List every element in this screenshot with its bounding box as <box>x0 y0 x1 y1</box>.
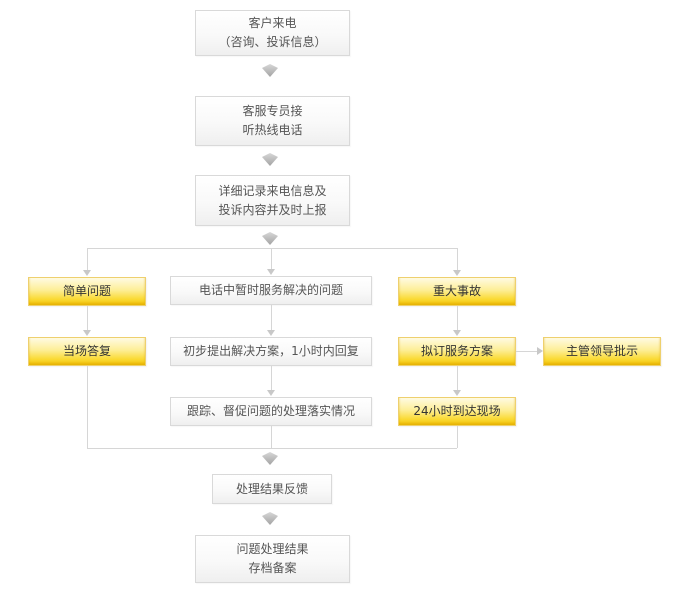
node-record-report-line1: 详细记录来电信息及 <box>218 183 327 198</box>
node-track-supervise-label: 跟踪、督促问题的处理落实情况 <box>186 404 355 418</box>
node-arrive-24h: 24小时到达现场 <box>398 397 516 426</box>
node-phone-temp-solve-label: 电话中暂时服务解决的问题 <box>198 283 343 297</box>
arrowhead-down-icon <box>267 269 275 275</box>
node-record-report: 详细记录来电信息及 投诉内容并及时上报 <box>195 175 350 226</box>
arrowhead-down-icon <box>267 330 275 336</box>
connector-vline <box>271 426 272 448</box>
node-major-incident-label: 重大事故 <box>432 284 481 298</box>
connector-vline <box>87 366 88 448</box>
node-major-incident: 重大事故 <box>398 277 516 306</box>
node-track-supervise: 跟踪、督促问题的处理落实情况 <box>170 397 372 426</box>
node-archive: 问题处理结果 存档备案 <box>195 535 350 583</box>
node-onspot-reply: 当场答复 <box>28 337 146 366</box>
flow-arrow-down-icon <box>261 512 279 526</box>
node-initial-solution-label: 初步提出解决方案，1小时内回复 <box>183 344 359 358</box>
connector-vline <box>271 305 272 332</box>
connector-hline <box>516 351 538 352</box>
connector-merge-hline <box>87 448 457 449</box>
node-phone-temp-solve: 电话中暂时服务解决的问题 <box>170 276 372 305</box>
connector-vline <box>271 366 272 392</box>
node-simple-issue: 简单问题 <box>28 277 146 306</box>
node-archive-line2: 存档备案 <box>248 561 297 575</box>
connector-vline <box>457 366 458 392</box>
arrowhead-down-icon <box>453 390 461 396</box>
node-draft-service-plan-label: 拟订服务方案 <box>420 344 493 358</box>
flow-arrow-down-icon <box>261 232 279 246</box>
connector-vline <box>457 306 458 332</box>
node-agent-answer: 客服专员接 听热线电话 <box>195 96 350 146</box>
node-draft-service-plan: 拟订服务方案 <box>398 337 516 366</box>
flow-arrow-down-icon <box>261 153 279 167</box>
arrowhead-down-icon <box>453 270 461 276</box>
arrowhead-down-icon <box>453 330 461 336</box>
node-agent-answer-line1: 客服专员接 <box>242 104 303 118</box>
node-simple-issue-label: 简单问题 <box>62 284 111 298</box>
node-incoming-call: 客户来电 （咨询、投诉信息） <box>195 10 350 56</box>
flow-arrow-down-icon <box>261 64 279 78</box>
node-record-report-line2: 投诉内容并及时上报 <box>218 202 327 217</box>
connector-vline <box>457 248 458 272</box>
arrowhead-right-icon <box>537 347 543 355</box>
node-onspot-reply-label: 当场答复 <box>62 344 111 358</box>
connector-vline <box>271 248 272 271</box>
connector-vline <box>87 248 88 272</box>
node-result-feedback: 处理结果反馈 <box>212 474 332 504</box>
arrowhead-down-icon <box>83 270 91 276</box>
flow-arrow-down-icon <box>261 452 279 466</box>
arrowhead-down-icon <box>83 330 91 336</box>
node-archive-line1: 问题处理结果 <box>236 542 309 556</box>
connector-split-hline <box>87 248 457 249</box>
node-leader-approval-label: 主管领导批示 <box>565 344 638 358</box>
node-result-feedback-label: 处理结果反馈 <box>235 481 308 496</box>
node-initial-solution: 初步提出解决方案，1小时内回复 <box>170 337 372 366</box>
connector-vline <box>87 306 88 332</box>
connector-vline <box>457 426 458 448</box>
node-agent-answer-line2: 听热线电话 <box>242 123 303 137</box>
node-arrive-24h-label: 24小时到达现场 <box>413 404 501 418</box>
node-incoming-call-line2: （咨询、投诉信息） <box>218 35 327 49</box>
node-leader-approval: 主管领导批示 <box>543 337 661 366</box>
arrowhead-down-icon <box>267 390 275 396</box>
node-incoming-call-line1: 客户来电 <box>248 16 297 30</box>
